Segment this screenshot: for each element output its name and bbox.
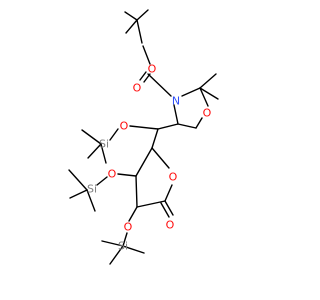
bond: [124, 11, 138, 21]
bond: [151, 128, 159, 149]
bond: [173, 104, 179, 125]
boc-carbonyl-oxygen-label: O: [133, 82, 142, 95]
ring-oxygen-label: O: [169, 171, 178, 184]
side-silicon-label: Si: [99, 138, 109, 151]
boc-carbamate: [139, 45, 172, 97]
upper-silicon-label: Si: [87, 183, 97, 196]
boc-ester-oxygen-label: O: [148, 63, 157, 76]
bond: [101, 240, 124, 247]
upper-silyloxy-group: [68, 169, 137, 212]
tert-butyl-group: [124, 9, 149, 44]
lower-silyloxy-oxygen-label: O: [124, 221, 133, 234]
bond: [69, 189, 88, 199]
bond: [160, 202, 170, 218]
bond: [136, 19, 143, 44]
bond: [157, 123, 179, 130]
silyloxy-methine-linker: [81, 123, 179, 164]
molecule-structure: O O N O O Si O O Si O O Si: [68, 9, 219, 265]
bond: [147, 73, 172, 97]
oxazolidine-nitrogen-label: N: [172, 95, 180, 108]
lactone-carbonyl-oxygen-label: O: [166, 219, 175, 232]
side-silyloxy-oxygen-label: O: [120, 120, 129, 133]
bond: [136, 9, 149, 21]
lactone-ring: [135, 147, 174, 218]
bond: [129, 125, 159, 130]
atom-labels: O O N O O Si O O Si O O Si: [87, 63, 212, 253]
bond: [177, 123, 197, 129]
bond: [195, 117, 203, 129]
bond: [199, 87, 209, 107]
bond: [164, 200, 174, 216]
bond: [81, 129, 102, 145]
bond: [100, 143, 107, 164]
bond: [109, 245, 124, 265]
molecule-structure-canvas: O O N O O Si O O Si O O Si: [68, 9, 219, 265]
bond: [181, 87, 201, 97]
bond: [122, 232, 128, 247]
bond: [109, 128, 119, 141]
bond: [135, 147, 153, 177]
upper-silyloxy-oxygen-label: O: [108, 168, 117, 181]
oxazolidine-ring: [173, 73, 219, 129]
bond: [128, 206, 138, 222]
bond: [139, 71, 147, 81]
bond: [125, 19, 138, 34]
oxazolidine-oxygen-label: O: [203, 107, 212, 120]
bond: [96, 176, 108, 186]
bond: [164, 184, 173, 202]
bond: [117, 173, 137, 177]
bond: [135, 175, 138, 208]
bond: [122, 245, 145, 254]
bond: [86, 189, 96, 212]
bond: [151, 147, 170, 169]
bond: [87, 143, 102, 159]
bond: [68, 169, 88, 191]
bond: [199, 87, 219, 100]
bond: [136, 200, 166, 208]
bond: [142, 45, 151, 65]
bond: [199, 73, 217, 89]
lower-silyloxy-group: [101, 206, 145, 265]
lower-silicon-label: Si: [118, 240, 128, 253]
